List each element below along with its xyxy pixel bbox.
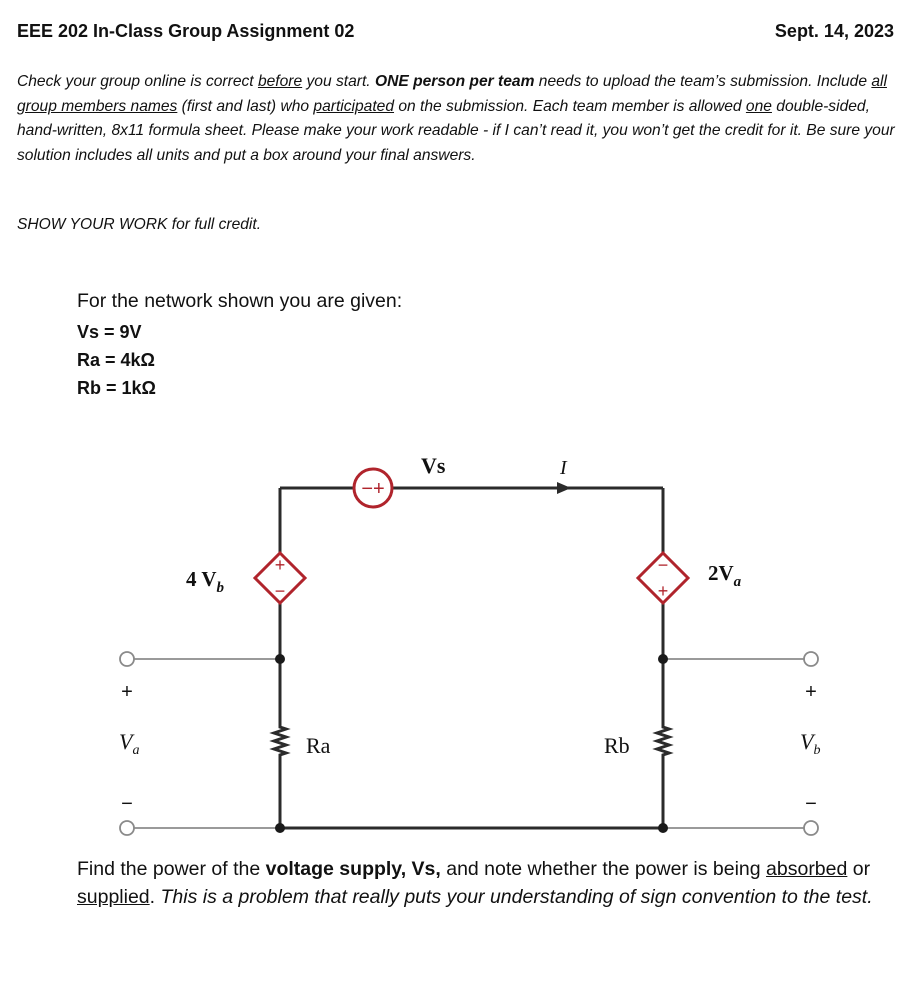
circuit-diagram: −+ Vs I + − 4 Vb − + 2Va Ra Rb + Va − + … [119, 453, 820, 836]
va-plus: + [121, 681, 133, 703]
instr-text-6: double-sided, hand-written, 8x11 formula… [17, 97, 895, 164]
junction-dots [275, 654, 668, 833]
dependent-source-left-icon: + − [252, 550, 308, 606]
assignment-title: EEE 202 In-Class Group Assignment 02 [17, 21, 355, 41]
terminal-circles [119, 651, 819, 836]
vb-label-text: V [800, 729, 816, 754]
show-work-note: SHOW YOUR WORK for full credit. [17, 216, 262, 233]
va-minus: − [121, 793, 133, 815]
circuit-wires [269, 486, 674, 830]
dep-left-minus: − [275, 581, 286, 601]
dep-left-plus: + [275, 555, 286, 575]
dep-right-gain-sub: a [734, 574, 742, 590]
dep-right-minus: − [658, 555, 669, 575]
instructions-paragraph: Check your group online is correct befor… [17, 70, 897, 168]
question-paragraph: Find the power of the voltage supply, Vs… [77, 855, 877, 911]
instr-bold-one-person: ONE person per team [374, 73, 535, 90]
current-label: I [559, 457, 568, 479]
va-label-text: V [119, 729, 135, 754]
current-arrow [557, 482, 571, 494]
vb-label: Vb [800, 729, 820, 758]
question-italic-note: This is a problem that really puts your … [160, 886, 873, 908]
question-text-2: and note whether the power is being [440, 858, 767, 880]
question-text-1: Find the power of the [77, 858, 266, 880]
question-underline-absorbed: absorbed [766, 858, 848, 880]
vs-label: Vs [421, 453, 446, 478]
instr-text-3: needs to upload the team’s submission. I… [534, 73, 872, 90]
assignment-date: Sept. 14, 2023 [774, 21, 894, 41]
instr-text-2: you start. [302, 73, 375, 90]
dep-right-gain: 2Va [708, 561, 742, 590]
instr-underline-names: all group members names [17, 73, 887, 115]
instr-text-5: on the submission. Each team member is a… [394, 97, 746, 115]
instr-text-1: Check your group online is correct [17, 73, 258, 90]
given-vs: Vs = 9V [77, 322, 142, 342]
rb-label: Rb [604, 733, 630, 758]
dep-left-gain-sub: b [217, 580, 225, 596]
dep-right-gain-text: 2V [708, 561, 734, 585]
vb-minus: − [805, 793, 817, 815]
dep-left-gain: 4 Vb [186, 567, 225, 596]
dep-right-plus: + [658, 581, 669, 601]
instr-underline-one: one [745, 97, 772, 115]
va-label-sub: a [132, 743, 139, 758]
va-label: Va [119, 729, 139, 758]
terminal-wires [134, 658, 805, 829]
given-intro: For the network shown you are given: [77, 290, 403, 312]
given-rb: Rb = 1kΩ [77, 378, 156, 398]
instr-underline-before: before [257, 73, 303, 90]
question-text-4: . [149, 886, 161, 908]
ra-label: Ra [306, 733, 331, 758]
dep-left-gain-text: 4 V [186, 567, 217, 591]
question-text-3: or [847, 858, 871, 880]
given-values: Vs = 9V Ra = 4kΩ Rb = 1kΩ [77, 318, 156, 402]
vs-polarity: −+ [361, 478, 384, 500]
given-ra: Ra = 4kΩ [77, 350, 155, 370]
dependent-source-right-icon: − + [635, 550, 691, 606]
vs-source-icon: −+ [352, 467, 394, 509]
question-underline-supplied: supplied [77, 886, 150, 908]
vb-label-sub: b [813, 743, 820, 758]
question-bold-vs: voltage supply, Vs, [265, 858, 441, 880]
instr-text-4: (first and last) who [177, 97, 314, 115]
instr-underline-participated: participated [313, 97, 395, 115]
vb-plus: + [805, 681, 817, 703]
